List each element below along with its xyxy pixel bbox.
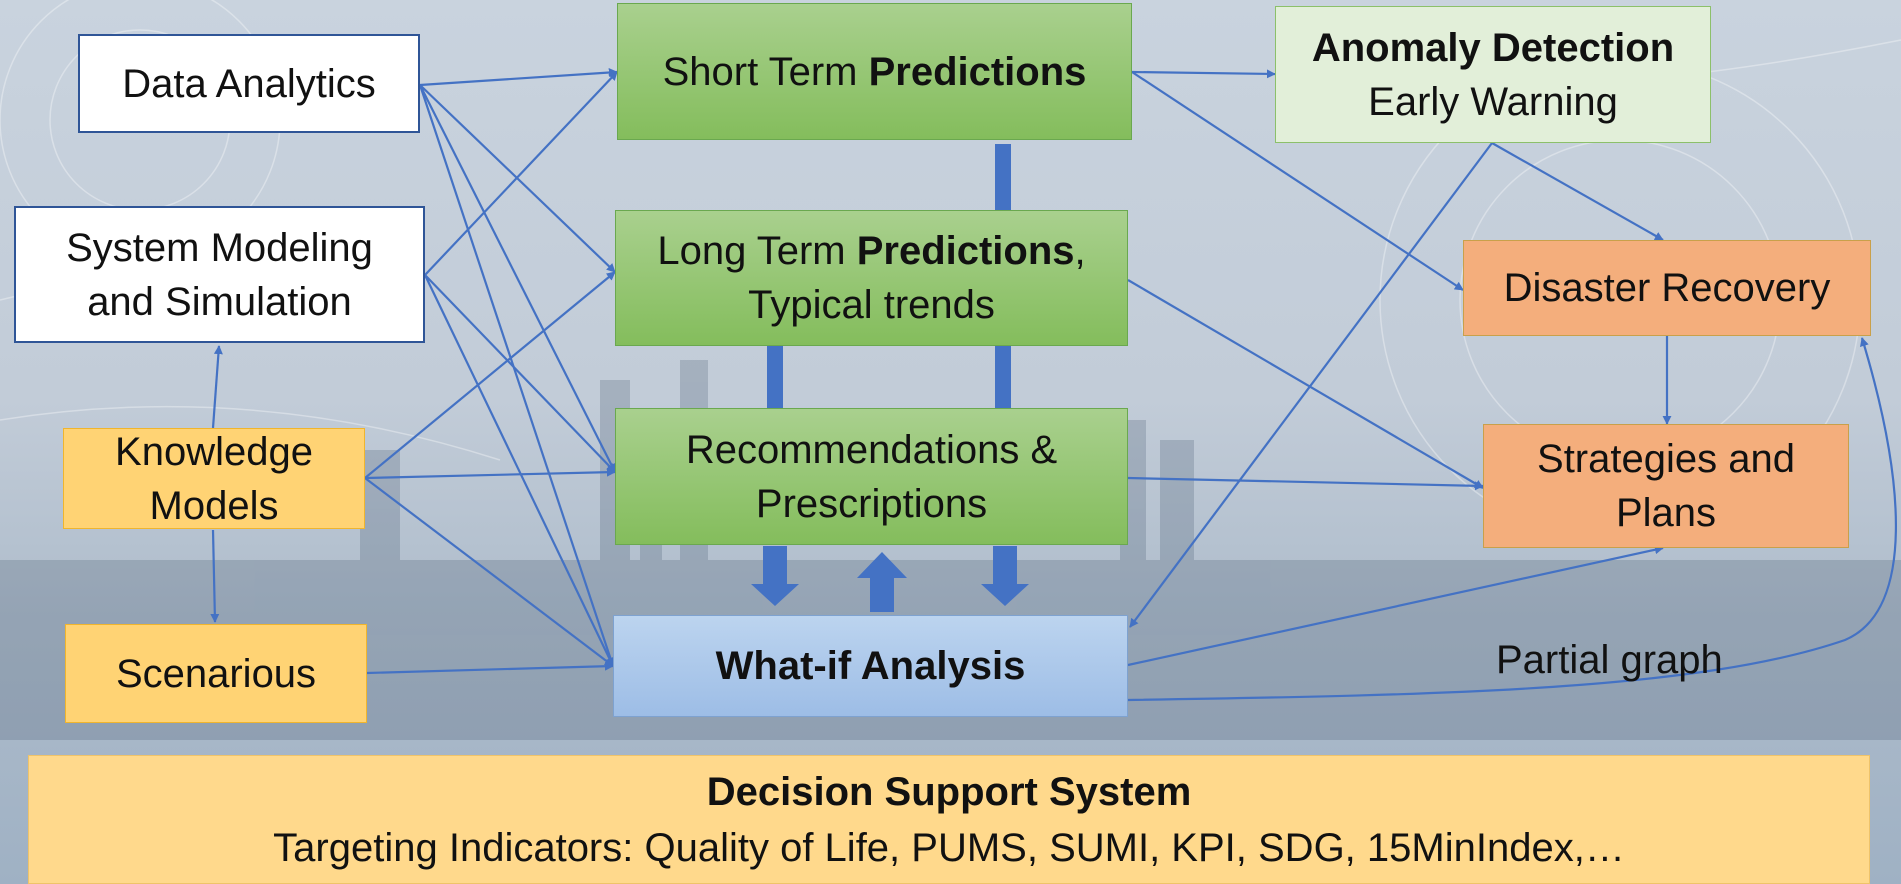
arrow-reco-strategies — [1127, 476, 1484, 491]
disaster-recovery-label: Disaster Recovery — [1503, 266, 1831, 310]
arrow-km-sm — [211, 345, 223, 429]
bar-short-to-long — [995, 144, 1011, 212]
system-modeling-line2: and Simulation — [87, 279, 352, 324]
recommendations-line2: Prescriptions — [755, 481, 988, 526]
dss-title: Decision Support System — [706, 769, 1192, 814]
short-term-label: Short Term Predictions — [663, 45, 1087, 99]
disaster-recovery-box: Disaster Recovery — [1463, 240, 1871, 336]
arrow-sm-reco — [424, 274, 616, 473]
arrow-sm-short — [424, 71, 618, 276]
bar-long-to-reco-right — [995, 346, 1011, 408]
arrow-da-reco — [419, 84, 616, 473]
knowledge-models-box: Knowledge Models — [63, 428, 365, 529]
short-term-bold: Predictions — [868, 49, 1087, 94]
arrow-anomaly-whatif — [1129, 142, 1493, 628]
strategies-line2: Plans — [1615, 491, 1717, 535]
long-term-prefix: Long Term — [657, 229, 857, 273]
anomaly-detection-box: Anomaly Detection Early Warning — [1275, 6, 1711, 143]
long-term-bold: Predictions — [856, 229, 1075, 273]
arrow-km-scen — [210, 529, 220, 623]
short-term-prefix: Short Term — [662, 49, 869, 94]
partial-graph-label: Partial graph — [1496, 638, 1723, 682]
what-if-label: What-if Analysis — [715, 644, 1026, 688]
decision-support-system-box: Decision Support System Targeting Indica… — [28, 755, 1870, 884]
dss-subtitle: Targeting Indicators: Quality of Life, P… — [273, 825, 1625, 870]
arrow-km-long — [364, 271, 616, 479]
bar-long-to-reco-left — [767, 346, 783, 408]
arrow-km-reco — [364, 467, 616, 480]
arrow-whatif-partial-graph-loop — [1127, 337, 1897, 702]
long-term-predictions-box: Long Term Predictions, Typical trends — [615, 210, 1128, 346]
recommendations-box: Recommendations & Prescriptions — [615, 408, 1128, 545]
what-if-analysis-box: What-if Analysis — [613, 615, 1128, 717]
arrow-km-whatif — [364, 477, 614, 667]
scenarios-box: Scenarious — [65, 624, 367, 723]
data-analytics-box: Data Analytics — [78, 34, 420, 133]
arrow-sm-whatif — [424, 274, 614, 667]
scenarios-label: Scenarious — [115, 651, 317, 696]
arrow-whatif-strategies — [1127, 545, 1664, 667]
knowledge-models-line1: Knowledge — [115, 429, 313, 474]
knowledge-models-line2: Models — [149, 483, 279, 528]
arrow-da-short — [419, 68, 618, 87]
system-modeling-line1: System Modeling — [66, 225, 373, 270]
arrow-da-whatif — [418, 84, 615, 667]
strategies-plans-box: Strategies and Plans — [1483, 424, 1849, 548]
arrow-anomaly-disaster — [1491, 142, 1664, 241]
arrow-long-strategies — [1127, 279, 1484, 489]
system-modeling-box: System Modeling and Simulation — [14, 206, 425, 343]
arrow-short-disaster — [1131, 71, 1464, 291]
recommendations-line1: Recommendations & — [685, 427, 1058, 472]
anomaly-line1: Anomaly Detection — [1311, 25, 1675, 70]
arrow-scen-whatif — [366, 661, 614, 675]
block-arrow-down-right — [981, 546, 1029, 606]
arrow-short-anomaly — [1131, 69, 1276, 79]
short-term-predictions-box: Short Term Predictions — [617, 3, 1132, 140]
block-arrow-up-middle — [857, 552, 907, 612]
data-analytics-label: Data Analytics — [122, 61, 376, 106]
block-arrow-down-left — [751, 546, 799, 606]
strategies-line1: Strategies and — [1537, 437, 1795, 481]
anomaly-line2: Early Warning — [1368, 79, 1618, 124]
long-term-line1: Long Term Predictions, — [657, 224, 1085, 278]
long-term-suffix: , — [1074, 229, 1086, 273]
long-term-line2: Typical trends — [748, 283, 995, 327]
